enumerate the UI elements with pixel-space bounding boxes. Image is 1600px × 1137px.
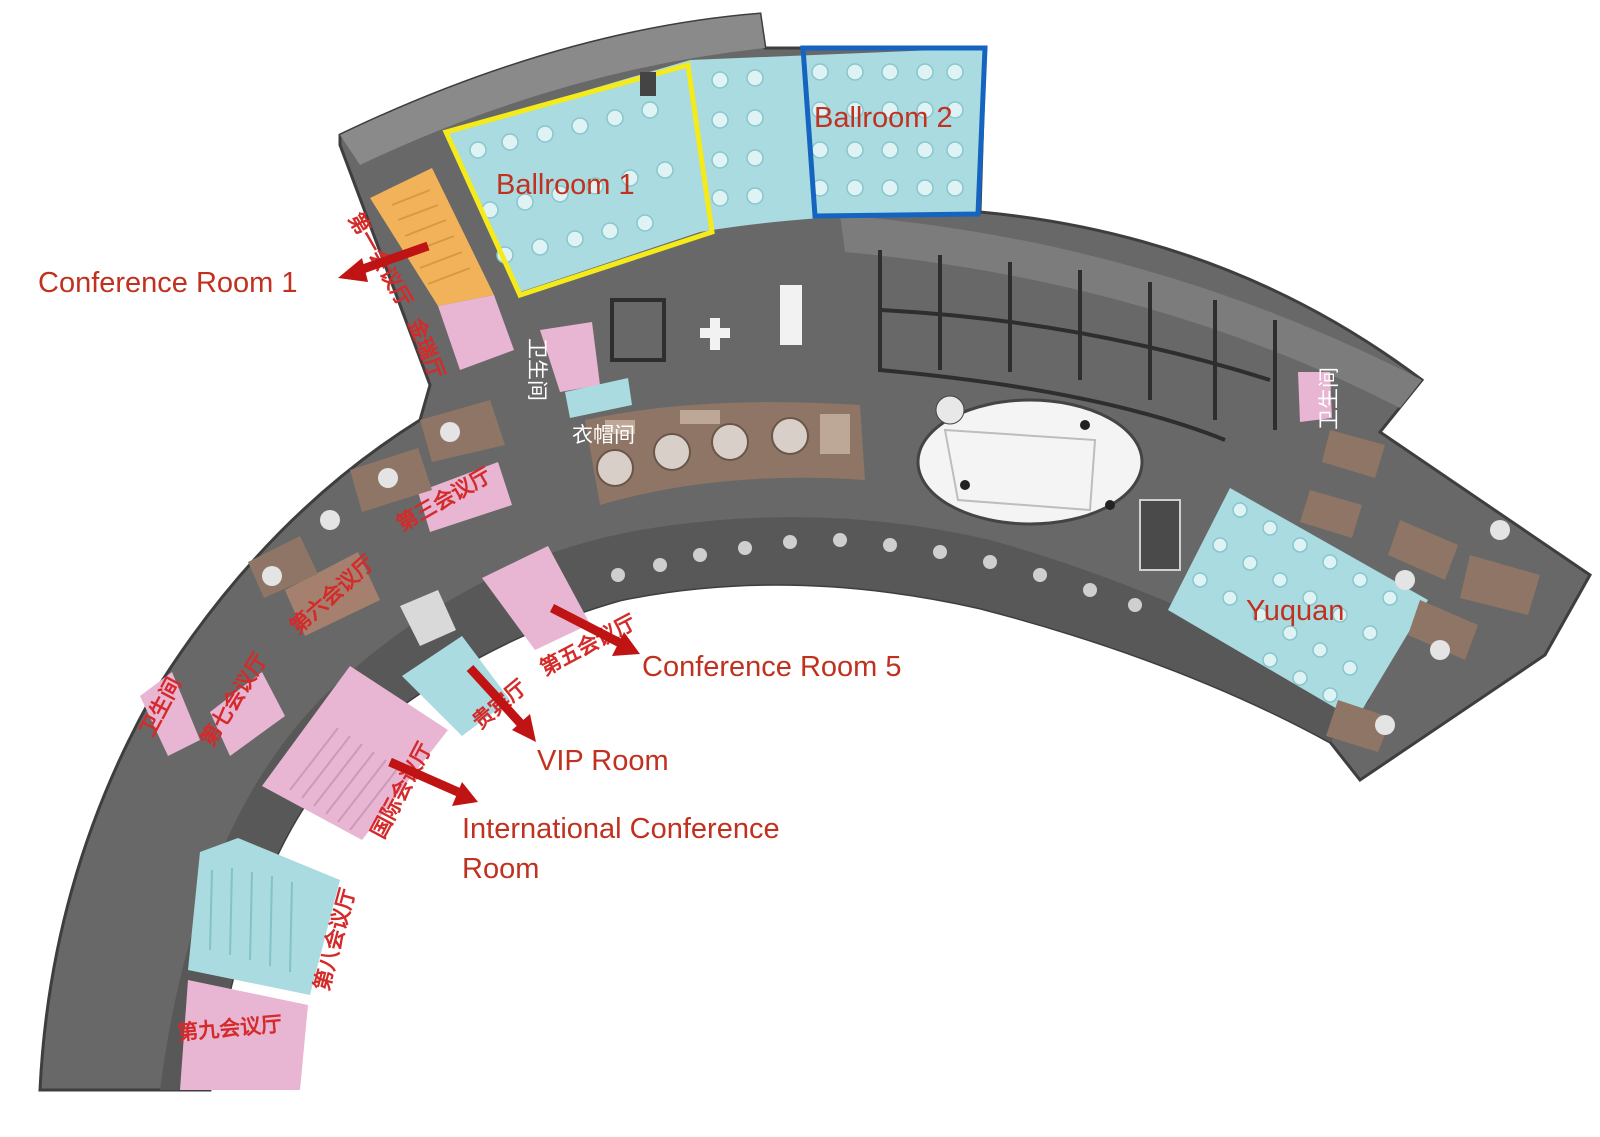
arrow-conference-room-5 xyxy=(549,603,640,656)
english-labels: Ballroom 1 Ballroom 2 Conference Room 1 … xyxy=(38,102,1344,885)
vip-room xyxy=(402,636,510,736)
conference-room-8 xyxy=(188,838,340,995)
ballroom-2-label: Ballroom 2 xyxy=(814,102,953,134)
yuquan-label: Yuquan xyxy=(1246,595,1344,627)
ballroom-pillar xyxy=(640,72,656,96)
conference-room-7 xyxy=(210,672,285,756)
atrium xyxy=(916,395,1144,526)
conference-room-3 xyxy=(418,462,512,532)
vip-room-label: VIP Room xyxy=(537,745,669,777)
corridor-pale-box xyxy=(400,590,456,646)
back-of-house xyxy=(878,250,1277,442)
cloakroom-center xyxy=(565,378,632,418)
restroom-east xyxy=(1298,372,1332,422)
conference-room-5 xyxy=(482,546,590,650)
ballroom-1-outline xyxy=(442,61,715,299)
conference-room-5-label: Conference Room 5 xyxy=(642,651,902,683)
north-wall-strip xyxy=(340,14,765,165)
rooms-5-and-vip xyxy=(400,546,590,736)
conference-room-1-area xyxy=(370,168,514,370)
cn-cloakroom-label: 衣帽间 xyxy=(572,423,635,447)
yuquan-area xyxy=(1168,372,1540,752)
banquet-row xyxy=(585,402,865,505)
international-conference-label-line1: International Conference xyxy=(462,813,780,845)
rooms-8-and-9 xyxy=(180,838,340,1090)
international-conference-label-line2: Room xyxy=(462,853,539,885)
cn-restroom-a-label: 卫生间 xyxy=(525,338,549,401)
lounge-seating xyxy=(611,499,1181,612)
restroom-center xyxy=(540,322,600,392)
restroom-west xyxy=(140,672,200,756)
conference-room-1-label: Conference Room 1 xyxy=(38,267,298,299)
northeast-wall-strip xyxy=(840,215,1422,408)
jinrui-room xyxy=(438,295,514,370)
international-conference-area xyxy=(262,666,448,840)
conference-room-6 xyxy=(285,552,380,636)
ballroom-block xyxy=(442,45,988,299)
left-wing-rooms xyxy=(140,400,512,756)
ballroom-2-outline xyxy=(800,45,988,219)
pointer-arrows xyxy=(338,241,640,806)
ballroom-table-grid xyxy=(469,63,964,264)
arrow-international-conference xyxy=(388,757,478,806)
cn-restroom-b-label: 卫生间 xyxy=(1317,367,1341,430)
arrow-vip-room xyxy=(466,664,536,742)
arrow-conference-room-1 xyxy=(338,241,430,282)
center-service-rooms xyxy=(540,285,802,418)
conference-room-9 xyxy=(180,980,308,1090)
ballroom-1-label: Ballroom 1 xyxy=(496,169,635,201)
